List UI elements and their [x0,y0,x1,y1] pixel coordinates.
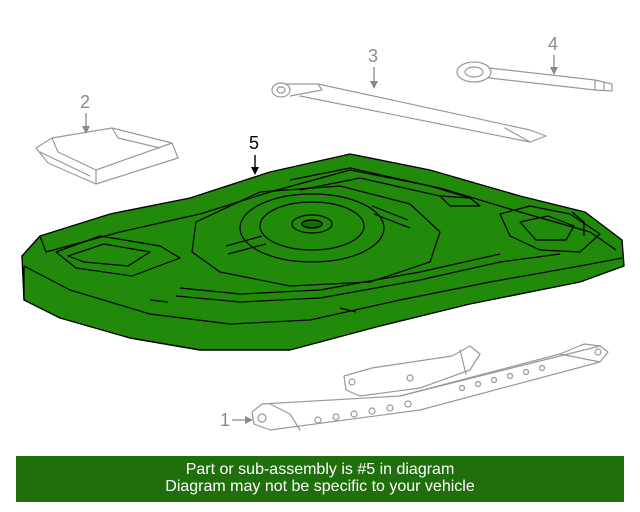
part-3-wrench [271,82,547,143]
leader-4-arrow [550,67,558,75]
banner-line-1: Part or sub-assembly is #5 in diagram [185,461,455,478]
callout-4: 4 [548,34,558,54]
callout-5: 5 [249,133,259,153]
leader-2-arrow [82,126,90,134]
part-1-scissor-jack [251,343,609,431]
part-5-storage-tray [21,153,625,351]
part-4-tow-eye [456,61,613,92]
part-2-pouch [35,127,179,185]
tray-body [21,153,625,351]
disclaimer-banner: Part or sub-assembly is #5 in diagram Di… [16,456,624,502]
leader-1-arrow [245,416,253,424]
parts-diagram: 2 3 4 [21,34,625,431]
banner-line-2: Diagram may not be specific to your vehi… [165,478,475,495]
leader-3-arrow [370,81,378,89]
leader-5-arrow [251,167,259,175]
callout-2: 2 [80,92,90,112]
callout-1: 1 [220,410,230,430]
callout-3: 3 [368,46,378,66]
